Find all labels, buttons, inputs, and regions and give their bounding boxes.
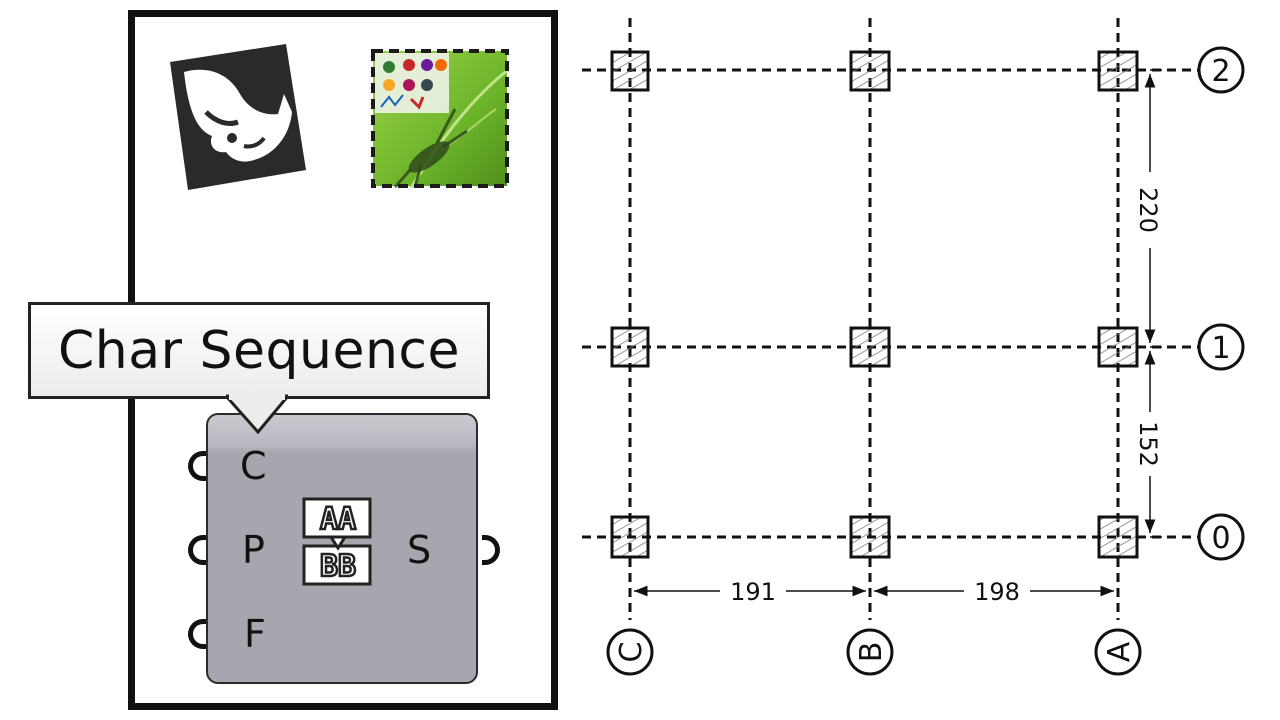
row-label-0-text: 0 (1211, 521, 1230, 556)
column (849, 50, 891, 92)
dimension-152-text: 152 (1134, 421, 1162, 467)
dimension-198: 198 (874, 578, 1114, 606)
icon-bottom-text: BB (320, 549, 356, 584)
input-label-p: P (242, 528, 265, 572)
column (849, 326, 891, 368)
tooltip: Char Sequence (28, 302, 490, 399)
row-label-2: 2 (1197, 46, 1245, 94)
dimension-220: 220 (1134, 69, 1162, 348)
input-grip-p[interactable] (188, 535, 206, 565)
input-label-f: F (244, 612, 266, 656)
dimension-220-text: 220 (1134, 187, 1162, 233)
char-sequence-icon: AA BB (302, 497, 372, 586)
tooltip-pointer (226, 394, 288, 434)
column (610, 515, 650, 559)
dimension-198-text: 198 (974, 578, 1020, 606)
column (610, 50, 650, 92)
input-grip-f[interactable] (188, 619, 206, 649)
column (849, 515, 891, 559)
row-label-2-text: 2 (1211, 54, 1230, 89)
input-grip-c[interactable] (188, 451, 206, 481)
column (1097, 326, 1139, 368)
tooltip-title: Char Sequence (57, 320, 461, 381)
icon-top-text: AA (320, 502, 356, 537)
column-label-c: C (606, 628, 654, 676)
column (1097, 50, 1139, 92)
rhino-logo (170, 44, 306, 190)
dimension-152: 152 (1134, 351, 1162, 538)
column-label-b-text: B (854, 642, 889, 663)
columns (610, 50, 1139, 559)
output-label-s: S (407, 528, 432, 572)
row-label-0: 0 (1197, 513, 1245, 561)
output-grip-s[interactable] (482, 535, 500, 565)
grasshopper-logo (371, 49, 509, 188)
dimension-191: 191 (634, 578, 866, 606)
dimension-191-text: 191 (730, 578, 776, 606)
column-grid-plan: 2 1 0 C B A 220 152 191 (582, 18, 1245, 676)
column (1097, 515, 1139, 559)
column-label-a: A (1094, 628, 1142, 676)
column-label-b: B (846, 628, 894, 676)
column (610, 326, 650, 368)
column-label-a-text: A (1102, 641, 1137, 662)
row-label-1-text: 1 (1211, 331, 1230, 366)
column-label-c-text: C (614, 642, 649, 663)
row-label-1: 1 (1197, 323, 1245, 371)
input-label-c: C (240, 444, 267, 488)
